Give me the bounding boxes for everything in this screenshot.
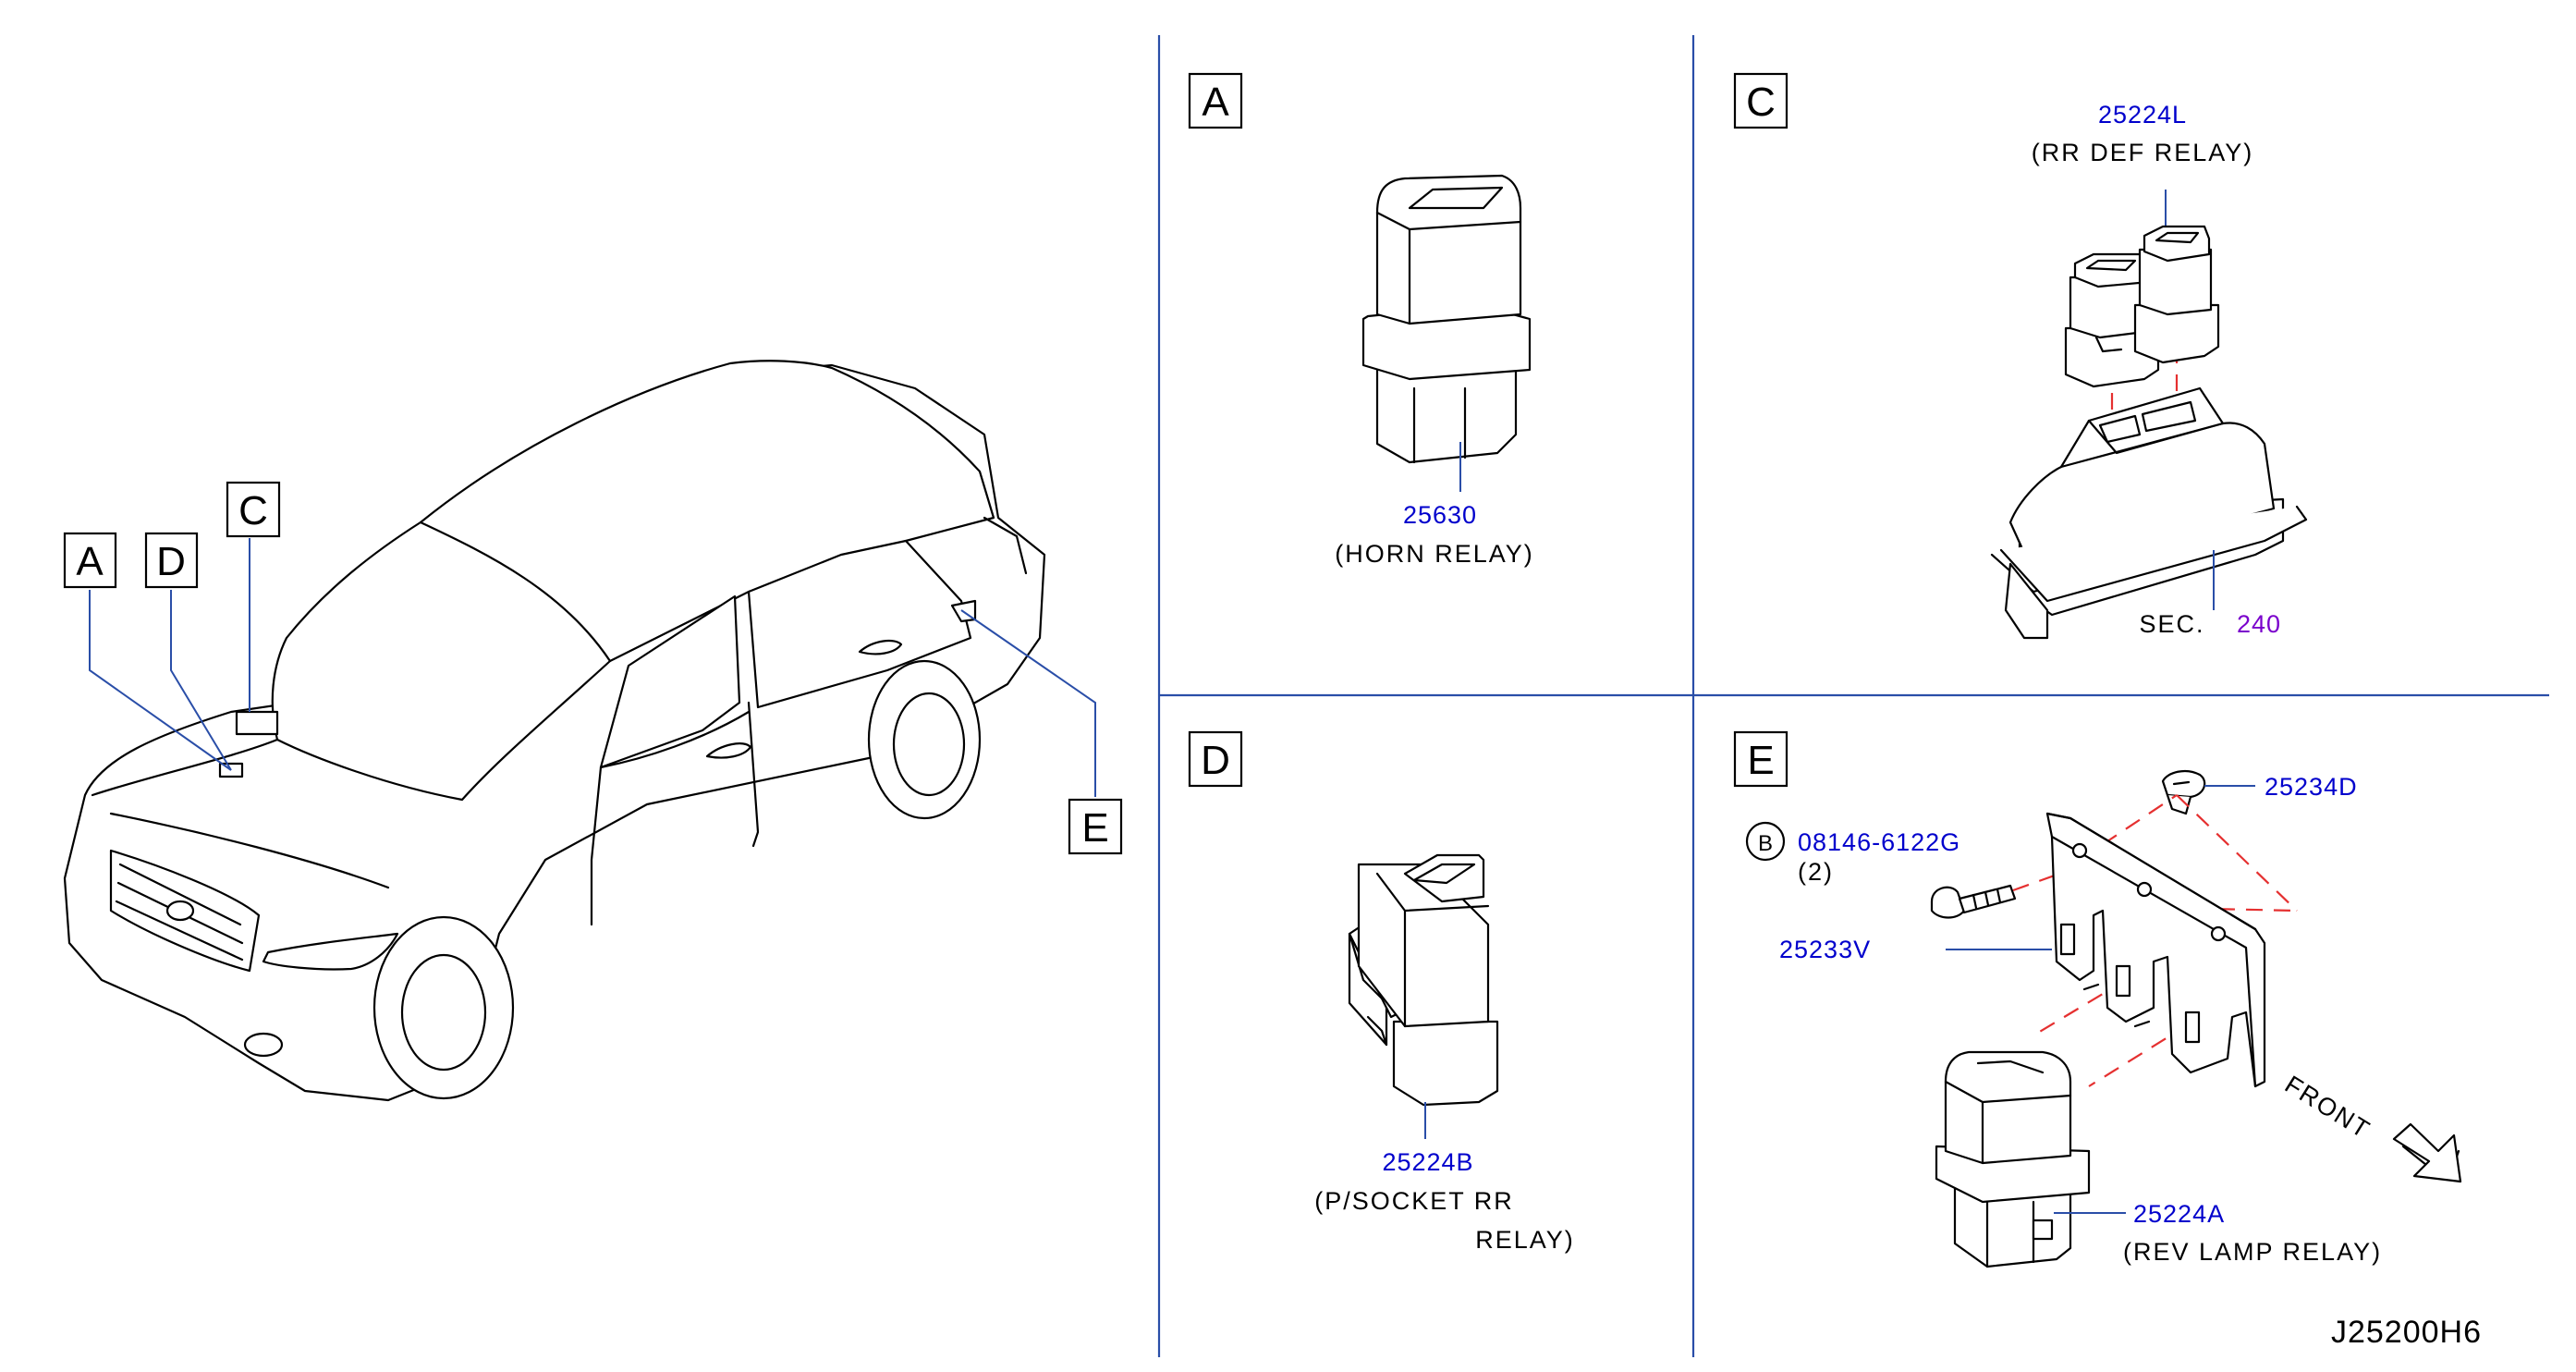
- svg-text:A: A: [76, 539, 104, 584]
- horn-relay-part-number[interactable]: 25630: [1403, 501, 1477, 529]
- svg-text:A: A: [1202, 80, 1229, 125]
- p-socket-relay-caption-line2: RELAY): [1475, 1226, 1575, 1254]
- callout-box-a[interactable]: A: [63, 532, 117, 589]
- bolt-quantity: (2): [1798, 858, 1834, 886]
- sec-ref-number[interactable]: 240: [2237, 610, 2281, 638]
- svg-text:E: E: [1081, 805, 1108, 851]
- sec-ref-prefix: SEC.: [2139, 610, 2204, 638]
- panel-e-letter: E: [1733, 730, 1789, 788]
- callout-box-d[interactable]: D: [144, 532, 199, 589]
- rev-lamp-relay-caption: (REV LAMP RELAY): [2123, 1238, 2382, 1266]
- panel-a: A 25630 (HORN RELAY): [1188, 72, 1534, 568]
- vehicle-callouts: A D C E: [63, 481, 1123, 855]
- front-label: FRONT: [2280, 1071, 2375, 1145]
- rr-def-relay-caption: (RR DEF RELAY): [2032, 139, 2254, 166]
- panel-grid: [1157, 35, 2549, 1357]
- bracket-drawing[interactable]: [2045, 812, 2266, 1088]
- rr-def-relay-part-number[interactable]: 25224L: [2098, 101, 2187, 129]
- svg-text:E: E: [1747, 738, 1774, 783]
- p-socket-relay-caption-line1: (P/SOCKET RR: [1314, 1187, 1514, 1215]
- rev-lamp-relay-part-number[interactable]: 25224A: [2133, 1200, 2225, 1228]
- callout-box-c[interactable]: C: [226, 481, 281, 538]
- clip-drawing[interactable]: [2161, 769, 2206, 815]
- rr-def-relay-drawing[interactable]: [2064, 225, 2220, 388]
- panel-c-letter: C: [1733, 72, 1789, 129]
- panel-d-letter: D: [1188, 730, 1243, 788]
- panel-c: C 25224L (RR DEF RELAY): [1733, 72, 2308, 640]
- bolt-symbol: B: [1745, 821, 1786, 862]
- panel-e: E B 08146-6122G (2) 25234D: [1733, 730, 2462, 1268]
- callout-box-e[interactable]: E: [1068, 798, 1123, 855]
- bolt-part-number[interactable]: 08146-6122G: [1798, 828, 1960, 856]
- svg-text:D: D: [1201, 738, 1230, 783]
- svg-text:D: D: [156, 539, 186, 584]
- diagram-id: J25200H6: [2331, 1315, 2482, 1350]
- bolt-drawing[interactable]: [1930, 884, 2017, 919]
- horn-relay-drawing[interactable]: [1361, 174, 1532, 464]
- relay-box-drawing[interactable]: [1990, 386, 2308, 640]
- rev-lamp-relay-drawing[interactable]: [1935, 1050, 2091, 1268]
- svg-text:B: B: [1758, 831, 1773, 856]
- p-socket-relay-drawing[interactable]: [1348, 853, 1499, 1107]
- clip-part-number[interactable]: 25234D: [2265, 773, 2358, 801]
- bracket-part-number[interactable]: 25233V: [1779, 936, 1871, 963]
- svg-text:C: C: [238, 488, 268, 533]
- horn-relay-caption: (HORN RELAY): [1335, 540, 1534, 568]
- panel-a-letter: A: [1188, 72, 1243, 129]
- svg-text:C: C: [1746, 80, 1776, 125]
- vehicle-overview: [63, 360, 1046, 1102]
- panel-d: D 25224B (P/SOCKET RR RELAY): [1188, 730, 1575, 1254]
- front-arrow-icon: [2392, 1122, 2462, 1183]
- p-socket-relay-part-number[interactable]: 25224B: [1382, 1148, 1473, 1176]
